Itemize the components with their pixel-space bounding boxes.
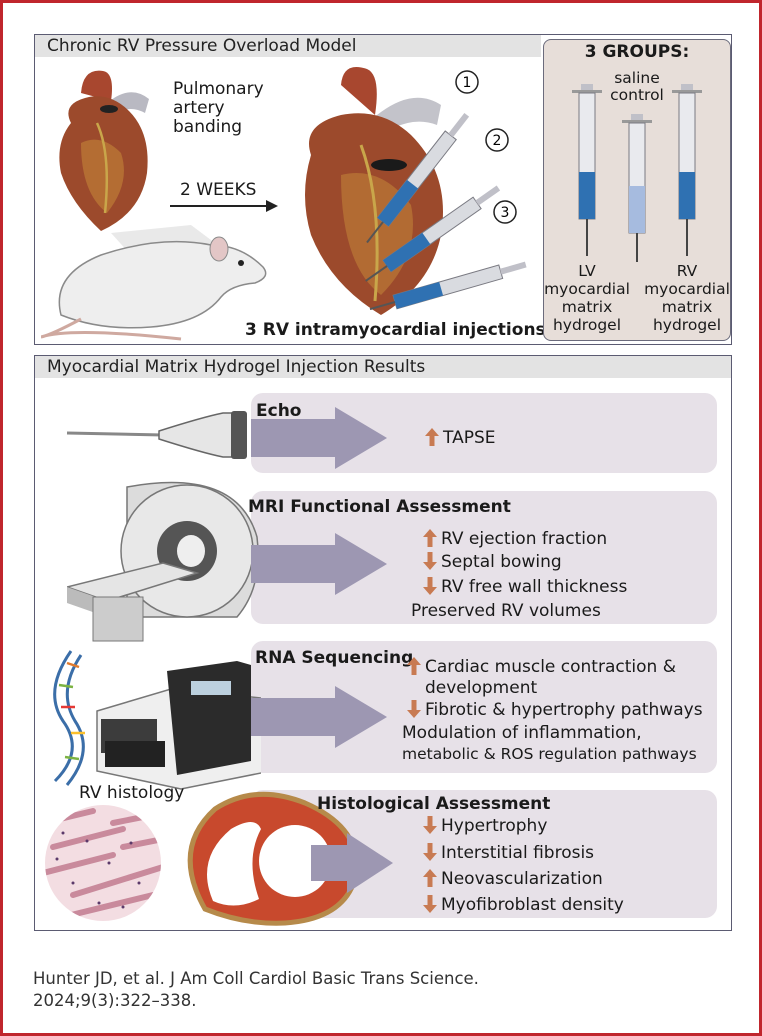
citation: Hunter JD, et al. J Am Coll Cardiol Basi… bbox=[33, 968, 479, 1012]
histology-result-fibrosis: Interstitial fibrosis bbox=[423, 843, 594, 863]
rat-illustration bbox=[41, 225, 267, 341]
rna-result-fibrotic: Fibrotic & hypertrophy pathways bbox=[407, 700, 703, 720]
citation-line-1: Hunter JD, et al. J Am Coll Cardiol Basi… bbox=[33, 969, 479, 988]
two-weeks-label: 2 WEEKS bbox=[180, 180, 257, 200]
model-panel-title: Chronic RV Pressure Overload Model bbox=[35, 35, 541, 57]
echo-title: Echo bbox=[256, 401, 302, 421]
sequencer-illustration bbox=[53, 650, 261, 790]
histology-result-hypertrophy: Hypertrophy bbox=[423, 816, 547, 836]
mri-result-wall: RV free wall thickness bbox=[423, 577, 627, 597]
mri-result-volumes: Preserved RV volumes bbox=[411, 601, 601, 621]
injection-number-1: 1 bbox=[463, 75, 472, 91]
echo-result-tapse: TAPSE bbox=[425, 428, 495, 448]
echo-big-arrow bbox=[251, 407, 387, 469]
citation-line-2: 2024;9(3):322–338. bbox=[33, 991, 197, 1010]
rna-result-modulation: Modulation of inflammation, bbox=[402, 723, 642, 743]
saline-control-label: saline control bbox=[610, 69, 664, 104]
rna-title: RNA Sequencing bbox=[255, 648, 414, 668]
arrow-down-icon bbox=[423, 843, 437, 861]
rna-result-modulation-cont: metabolic & ROS regulation pathways bbox=[402, 745, 697, 763]
arrow-up-icon bbox=[425, 428, 439, 446]
arrow-down-icon bbox=[423, 552, 437, 570]
rna-big-arrow bbox=[251, 686, 387, 748]
injection-number-3: 3 bbox=[501, 205, 510, 221]
injections-caption: 3 RV intramyocardial injections bbox=[245, 320, 546, 340]
arrow-down-icon bbox=[407, 700, 421, 718]
histology-result-neovascularization: Neovascularization bbox=[423, 869, 603, 889]
rv-hydrogel-label: RV myocardial matrix hydrogel bbox=[644, 262, 730, 334]
rv-histology-label: RV histology bbox=[79, 783, 185, 803]
mri-result-septal: Septal bowing bbox=[423, 552, 562, 572]
histology-title: Histological Assessment bbox=[317, 794, 551, 814]
injection-syringes: 1 2 3 bbox=[365, 70, 527, 310]
lv-hydrogel-label: LV myocardial matrix hydrogel bbox=[544, 262, 630, 334]
histology-big-arrow bbox=[311, 833, 393, 893]
mri-title: MRI Functional Assessment bbox=[248, 497, 511, 517]
arrow-down-icon bbox=[423, 816, 437, 834]
two-weeks-arrow bbox=[170, 200, 278, 212]
arrow-down-icon bbox=[423, 577, 437, 595]
arrow-up-icon bbox=[423, 529, 437, 547]
heart-cross-section bbox=[187, 791, 359, 926]
results-panel-title: Myocardial Matrix Hydrogel Injection Res… bbox=[35, 356, 731, 378]
mri-big-arrow bbox=[251, 533, 387, 595]
injection-number-2: 2 bbox=[493, 133, 502, 149]
pa-banding-label: Pulmonary artery banding bbox=[173, 79, 264, 137]
mri-result-ef: RV ejection fraction bbox=[423, 529, 607, 549]
arrow-down-icon bbox=[423, 895, 437, 913]
arrow-up-icon bbox=[407, 657, 421, 675]
rna-result-contraction: Cardiac muscle contraction & bbox=[407, 657, 676, 677]
histology-micrograph bbox=[45, 805, 161, 921]
rna-result-contraction-cont: development bbox=[425, 678, 538, 698]
model-panel: Chronic RV Pressure Overload Model Pulmo… bbox=[34, 34, 732, 345]
echo-probe-illustration bbox=[66, 411, 247, 459]
groups-box: 3 GROUPS: saline control bbox=[543, 39, 731, 341]
groups-title: 3 GROUPS: bbox=[584, 42, 690, 62]
banded-heart-illustration bbox=[59, 70, 149, 231]
histology-result-myofibroblast: Myofibroblast density bbox=[423, 895, 624, 915]
arrow-up-icon bbox=[423, 869, 437, 887]
mri-scanner-illustration bbox=[67, 481, 259, 642]
group-syringes bbox=[572, 84, 702, 262]
